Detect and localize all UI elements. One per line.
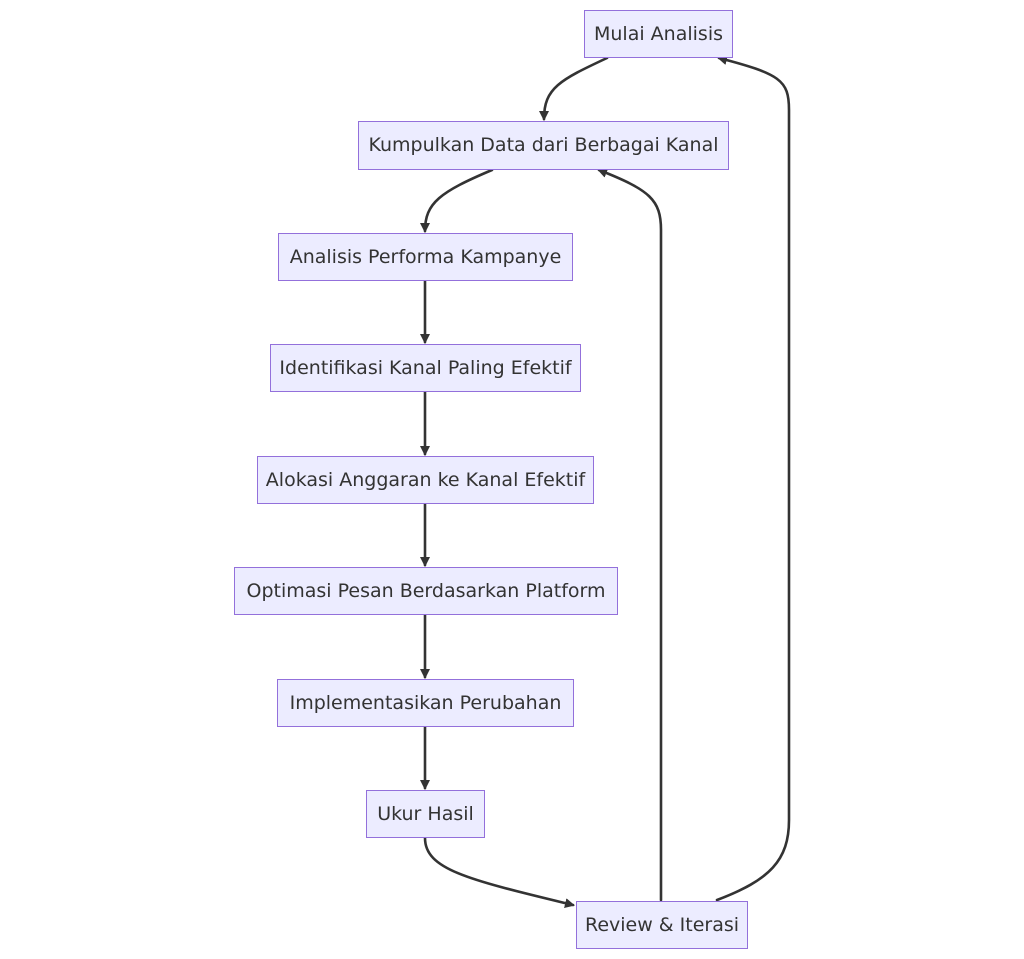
edge-ukur-to-review	[423, 836, 575, 908]
edge-mulai-to-kumpulkan	[539, 56, 609, 121]
node-ukur-hasil: Ukur Hasil	[366, 790, 485, 838]
node-kumpulkan-data: Kumpulkan Data dari Berbagai Kanal	[358, 121, 729, 170]
node-mulai-analisis: Mulai Analisis	[584, 10, 733, 58]
node-review-iterasi: Review & Iterasi	[576, 901, 748, 949]
edge-kumpulkan-to-analisis	[420, 168, 494, 233]
node-alokasi-anggaran: Alokasi Anggaran ke Kanal Efektif	[257, 456, 594, 504]
node-analisis-performa: Analisis Performa Kampanye	[278, 233, 573, 281]
node-identifikasi-kanal: Identifikasi Kanal Paling Efektif	[270, 344, 581, 392]
node-implementasikan: Implementasikan Perubahan	[277, 679, 574, 727]
edge-review-to-mulai	[715, 55, 791, 902]
edge-review-to-kumpulkan	[597, 168, 663, 902]
node-optimasi-pesan: Optimasi Pesan Berdasarkan Platform	[234, 567, 618, 615]
